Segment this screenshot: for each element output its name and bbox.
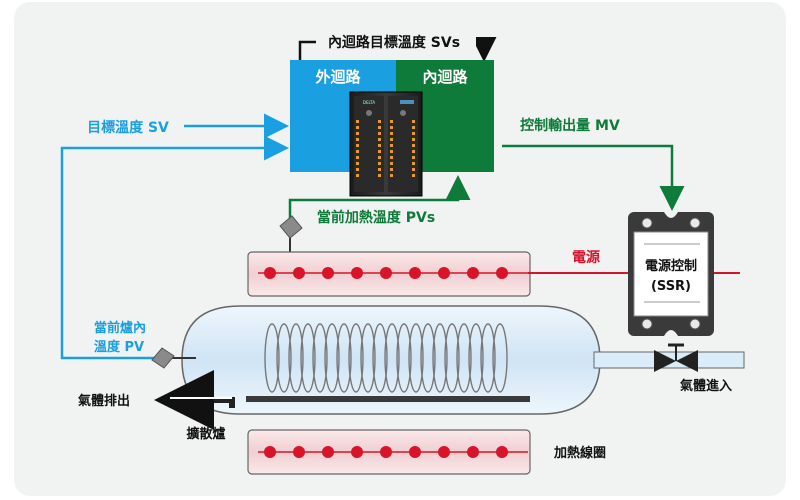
gas-outlet-label: 氣體排出: [78, 393, 130, 409]
controller-brand-text: DELTA: [363, 100, 375, 105]
valve-icon: [654, 343, 698, 372]
ssr-module: [628, 212, 714, 336]
gas-inlet-label: 氣體進入: [680, 378, 732, 394]
furnace-pv-label-line1: 當前爐內: [94, 320, 146, 336]
ssr-label-line2: (SSR): [651, 279, 691, 294]
power-label: 電源: [572, 249, 600, 266]
control-mv-arrow: [502, 144, 685, 211]
furnace-pv-feedback-line: [60, 135, 289, 360]
lower-coil-dots: [264, 446, 508, 458]
diffusion-furnace-label: 擴散爐: [186, 426, 225, 442]
ssr-label-line1: 電源控制: [645, 258, 697, 274]
temperature-controller-device: DELTA: [349, 91, 423, 197]
upper-coil-dots: [264, 267, 508, 279]
gas-outlet-arrow: [154, 370, 235, 430]
inner-loop-label: 內迴路: [422, 68, 468, 86]
control-mv-label: 控制輸出量 MV: [520, 117, 620, 134]
furnace-pv-label-line2: 溫度 PV: [94, 339, 144, 355]
wafer-tray: [246, 396, 530, 402]
current-heating-pvs-label: 當前加熱溫度 PVs: [317, 209, 435, 226]
furnace-sensor-icon: [151, 347, 196, 369]
heating-coil-label: 加熱線圈: [553, 445, 606, 461]
heating-pvs-feedback-arrow: [288, 175, 471, 232]
coil-spring: [264, 323, 508, 393]
inner-sv-label-bg: [316, 30, 476, 52]
target-sv-label: 目標溫度 SV: [87, 119, 169, 136]
outer-loop-label: 外迴路: [314, 68, 361, 86]
inner-sv-label: 內迴路目標溫度 SVs: [328, 34, 460, 51]
